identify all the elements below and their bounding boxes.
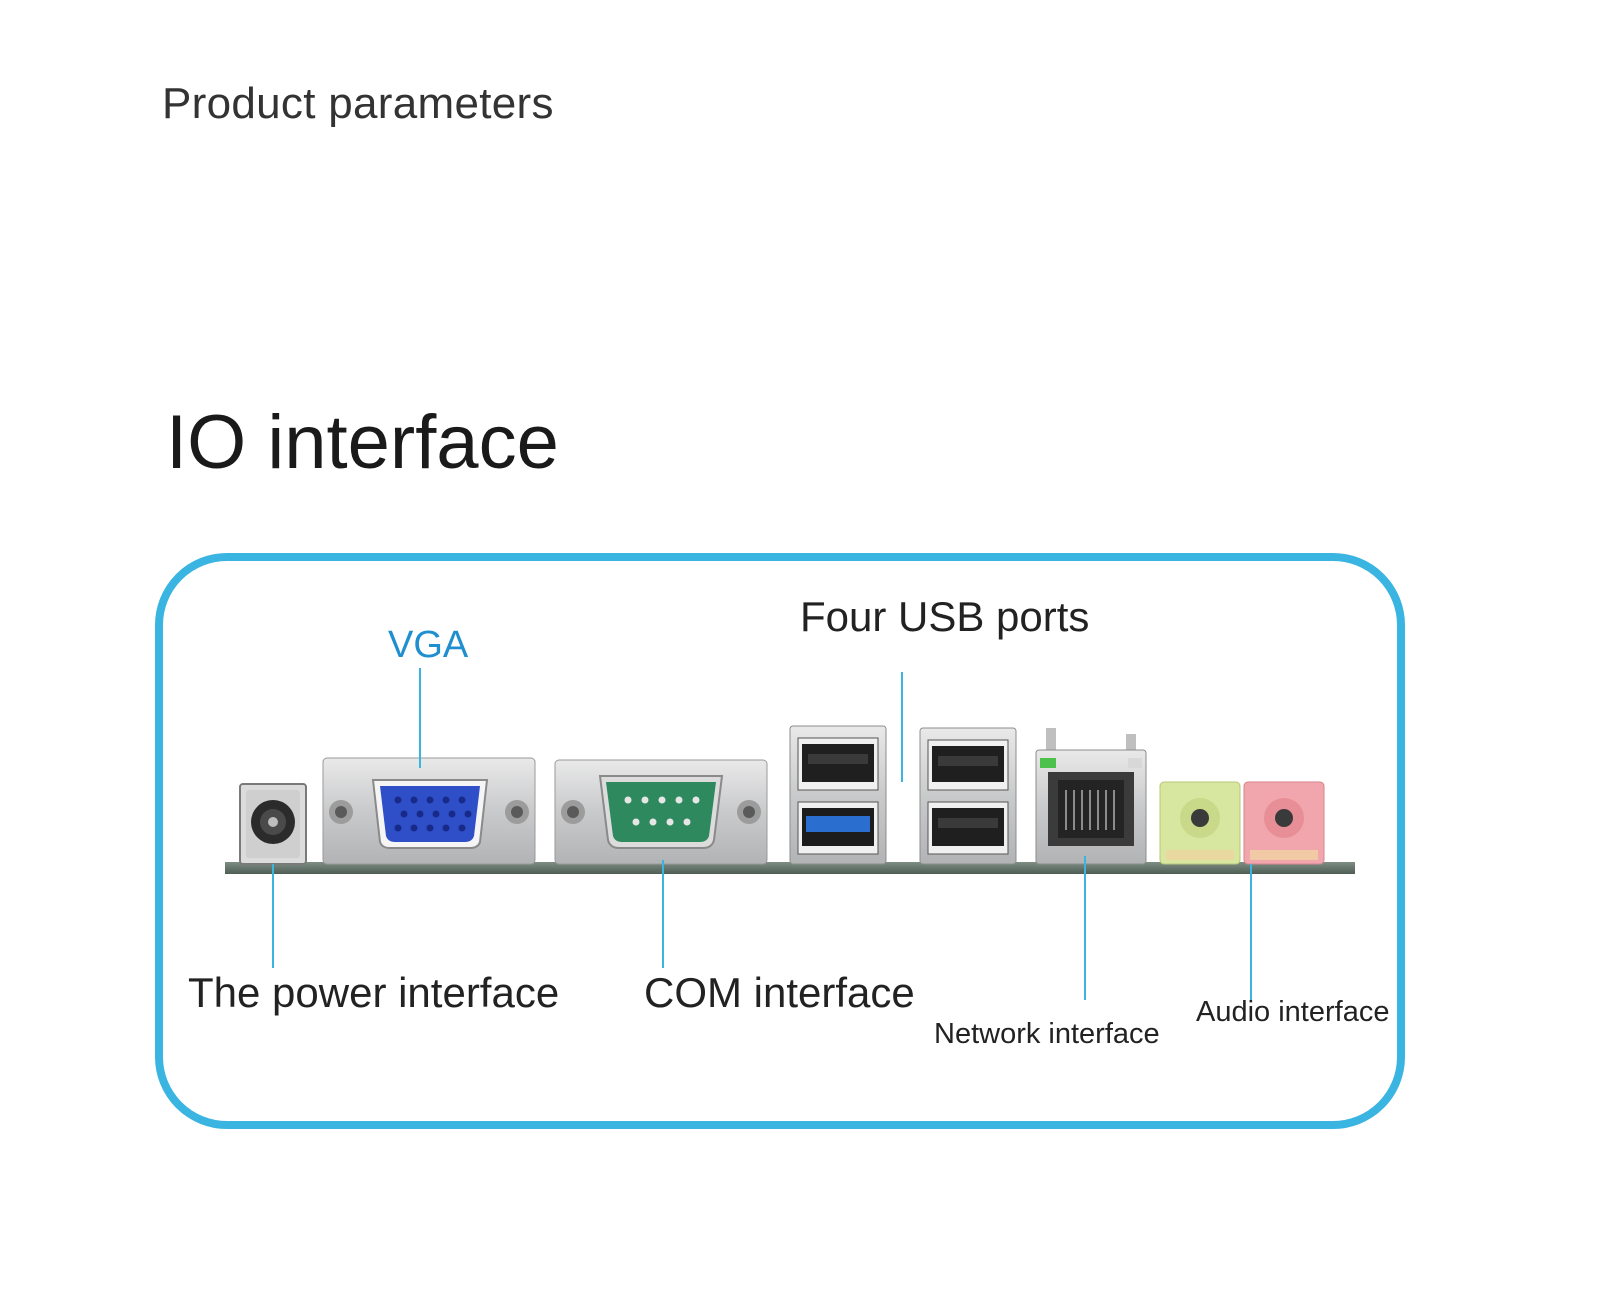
usb-port-icon <box>789 725 887 865</box>
audio-jack-icon <box>1243 781 1325 865</box>
network-label: Network interface <box>934 1018 1160 1050</box>
vga-label: VGA <box>388 624 469 666</box>
audio-label: Audio interface <box>1196 996 1390 1028</box>
power-label: The power interface <box>188 969 560 1016</box>
page-title: IO interface <box>166 400 559 485</box>
rj45-port-icon <box>1035 728 1147 865</box>
vga-port-icon <box>322 757 536 865</box>
usb-port-icon <box>919 727 1017 865</box>
com-label: COM interface <box>644 969 915 1016</box>
com-port-icon <box>554 759 768 865</box>
audio-jack-icon <box>1159 781 1241 865</box>
usb-label: Four USB ports <box>800 593 1090 640</box>
dc-power-jack-icon <box>239 783 307 865</box>
pcb-board <box>225 862 1355 874</box>
section-label: Product parameters <box>162 79 554 128</box>
